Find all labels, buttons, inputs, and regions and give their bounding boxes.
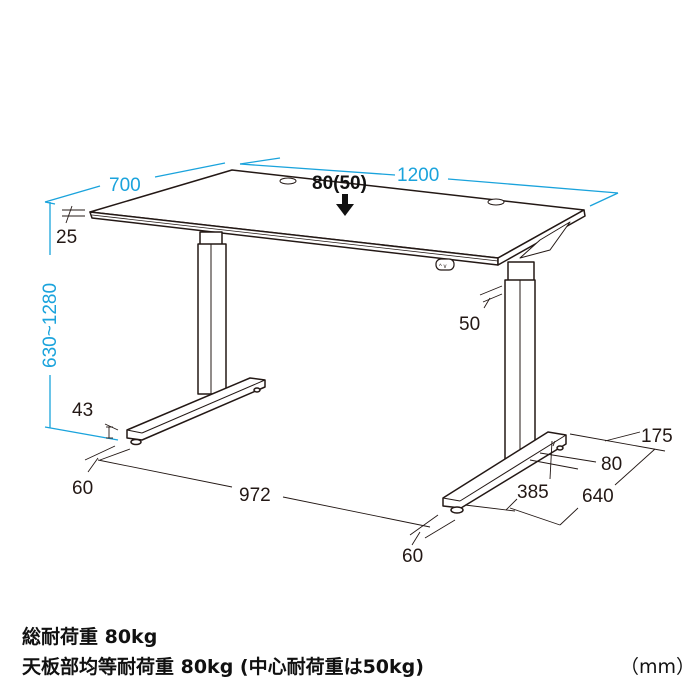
control-switch-icon: ^ v (435, 258, 455, 271)
label-foot-width-left: 60 (72, 478, 93, 499)
label-depth: 700 (109, 175, 141, 196)
right-leg (442, 261, 567, 514)
unit-label: （mm） (620, 656, 696, 678)
label-load: 80(50) (312, 173, 367, 194)
spec-top-load: 天板部均等耐荷重 80kg (中心耐荷重は50kg) (22, 656, 424, 678)
label-foot-height: 43 (72, 400, 93, 421)
label-foot-span: 972 (239, 485, 271, 506)
load-arrow-icon (336, 194, 354, 216)
label-foot-length: 640 (582, 486, 614, 507)
label-top-thickness: 25 (56, 227, 77, 248)
label-height-range: 630~1280 (40, 283, 61, 368)
label-width: 1200 (397, 165, 439, 186)
cable-hole-icon (279, 177, 297, 185)
label-column-depth: 50 (459, 314, 480, 335)
label-foot-offset-back: 175 (641, 426, 673, 447)
black-dimension-lines (62, 205, 666, 546)
label-column-width: 80 (601, 454, 622, 475)
cable-hole-icon (487, 198, 505, 206)
svg-text:^ v: ^ v (439, 264, 446, 270)
label-foot-front-offset: 385 (517, 482, 549, 503)
label-foot-width-right: 60 (402, 546, 423, 567)
spec-total-load: 総耐荷重 80kg (22, 626, 158, 648)
blue-dimension-lines (44, 157, 619, 441)
left-leg (126, 231, 266, 446)
desk-top (89, 169, 586, 266)
